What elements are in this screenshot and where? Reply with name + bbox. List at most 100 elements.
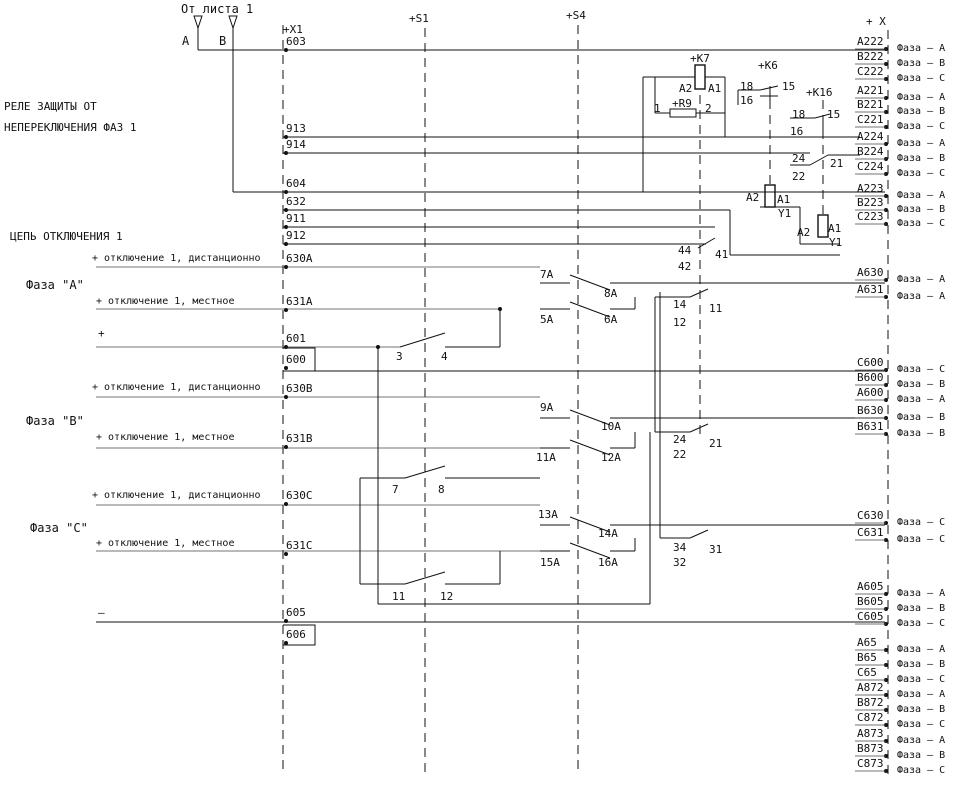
x1-terminal-dot	[284, 225, 288, 229]
x-phase-label: Фаза – B	[897, 379, 945, 390]
k6-16-label: 16	[740, 94, 753, 107]
x1-terminal-dot	[284, 135, 288, 139]
x-terminal-B223: B223	[857, 196, 884, 209]
x-terminal-C873: C873	[857, 757, 884, 770]
x1-terminal-601: 601	[286, 332, 306, 345]
s1-contact-8: 8	[438, 483, 445, 496]
x-terminal-B222: B222	[857, 50, 884, 63]
x-phase-label: Фаза – A	[897, 138, 945, 149]
c32-label: 32	[673, 556, 686, 569]
s1-contact-4: 4	[441, 350, 448, 363]
x-phase-label: Фаза – C	[897, 674, 945, 685]
x-phase-label: Фаза – A	[897, 274, 945, 285]
x-phase-label: Фаза – A	[897, 190, 945, 201]
remote-trip-c-label: + отключение 1, дистанционно	[92, 490, 261, 501]
x1-terminal-group: 603913914604632911912630A631A601600630B6…	[284, 35, 313, 645]
s4-contact-14A: 14A	[598, 527, 618, 540]
x1-terminal-dot	[284, 242, 288, 246]
x1-terminal-630B: 630B	[286, 382, 313, 395]
input-b-label: B	[219, 34, 226, 48]
s4-contact-10A: 10A	[601, 420, 621, 433]
x-terminal-A600: A600	[857, 386, 884, 399]
x-terminal-C600: C600	[857, 356, 884, 369]
k16-18-label: 18	[792, 108, 805, 121]
k7-label: +K7	[690, 52, 710, 65]
x-terminal-A65: A65	[857, 636, 877, 649]
x-column-title: + X	[866, 15, 886, 28]
x-terminal-B631: B631	[857, 420, 884, 433]
x-phase-label: Фаза – A	[897, 644, 945, 655]
k-21-label: 21	[830, 157, 843, 170]
x-phase-label: Фаза – A	[897, 43, 945, 54]
k-22-label: 22	[792, 170, 805, 183]
x1-terminal-603: 603	[286, 35, 306, 48]
x1-terminal-dot	[284, 502, 288, 506]
remote-trip-b-label: + отключение 1, дистанционно	[92, 382, 261, 393]
x-terminal-C223: C223	[857, 210, 884, 223]
c44-label: 44	[678, 244, 692, 257]
x1-terminal-632: 632	[286, 195, 306, 208]
s1-contact-12: 12	[440, 590, 453, 603]
c24-label: 24	[673, 433, 687, 446]
r9-pin1-label: 1	[654, 102, 661, 115]
x1-terminal-dot	[284, 395, 288, 399]
x-phase-label: Фаза – B	[897, 58, 945, 69]
x1-terminal-dot	[284, 308, 288, 312]
minus-label: –	[98, 606, 105, 619]
x-phase-label: Фаза – C	[897, 73, 945, 84]
x-terminal-A605: A605	[857, 580, 884, 593]
x-terminal-A224: A224	[857, 130, 884, 143]
x-phase-label: Фаза – B	[897, 603, 945, 614]
x-terminal-C222: C222	[857, 65, 884, 78]
x1-terminal-606: 606	[286, 628, 306, 641]
x-terminal-A222: A222	[857, 35, 884, 48]
s4-contact-16A: 16A	[598, 556, 618, 569]
x1-terminal-604: 604	[286, 177, 306, 190]
x1-terminal-dot	[284, 265, 288, 269]
c21-label: 21	[709, 437, 722, 450]
x-terminal-A630: A630	[857, 266, 884, 279]
x-terminal-C224: C224	[857, 160, 884, 173]
x1-terminal-dot	[284, 190, 288, 194]
x-phase-label: Фаза – B	[897, 106, 945, 117]
x-terminal-C631: C631	[857, 526, 884, 539]
c31-label: 31	[709, 543, 722, 556]
x1-terminal-631A: 631A	[286, 295, 313, 308]
x1-terminal-631C: 631C	[286, 539, 313, 552]
s4-contact-6A: 6A	[604, 313, 618, 326]
x-terminal-B65: B65	[857, 651, 877, 664]
phase-b-label: Фаза "B"	[26, 414, 84, 428]
s4-contact-11A: 11A	[536, 451, 556, 464]
x-phase-label: Фаза – A	[897, 689, 945, 700]
x-phase-label: Фаза – B	[897, 412, 945, 423]
s1-contact-7: 7	[392, 483, 399, 496]
x-terminal-B605: B605	[857, 595, 884, 608]
c14-label: 14	[673, 298, 687, 311]
x-phase-label: Фаза – C	[897, 765, 945, 776]
s4-contact-12A: 12A	[601, 451, 621, 464]
x-phase-label: Фаза – B	[897, 750, 945, 761]
x-terminal-A872: A872	[857, 681, 884, 694]
x-terminal-C221: C221	[857, 113, 884, 126]
k6-coil	[764, 184, 776, 208]
k16-16-label: 16	[790, 125, 803, 138]
x1-terminal-600: 600	[286, 353, 306, 366]
k16-a2-label: A2	[797, 226, 810, 239]
k7-coil	[694, 64, 706, 90]
x-phase-label: Фаза – C	[897, 517, 945, 528]
k6-y1-label: Y1	[778, 207, 791, 220]
s4-contact-9A: 9A	[540, 401, 554, 414]
k16-15-label: 15	[827, 108, 840, 121]
x-phase-label: Фаза – C	[897, 534, 945, 545]
k7-a2-label: A2	[679, 82, 692, 95]
x-phase-label: Фаза – B	[897, 428, 945, 439]
x-phase-label: Фаза – B	[897, 704, 945, 715]
x1-terminal-630A: 630A	[286, 252, 313, 265]
x-phase-label: Фаза – B	[897, 204, 945, 215]
x-phase-label: Фаза – C	[897, 218, 945, 229]
x-phase-label: Фаза – A	[897, 291, 945, 302]
x1-terminal-630C: 630C	[286, 489, 313, 502]
x-terminal-A223: A223	[857, 182, 884, 195]
k6-18-label: 18	[740, 80, 753, 93]
arrow-a-icon	[193, 15, 203, 30]
